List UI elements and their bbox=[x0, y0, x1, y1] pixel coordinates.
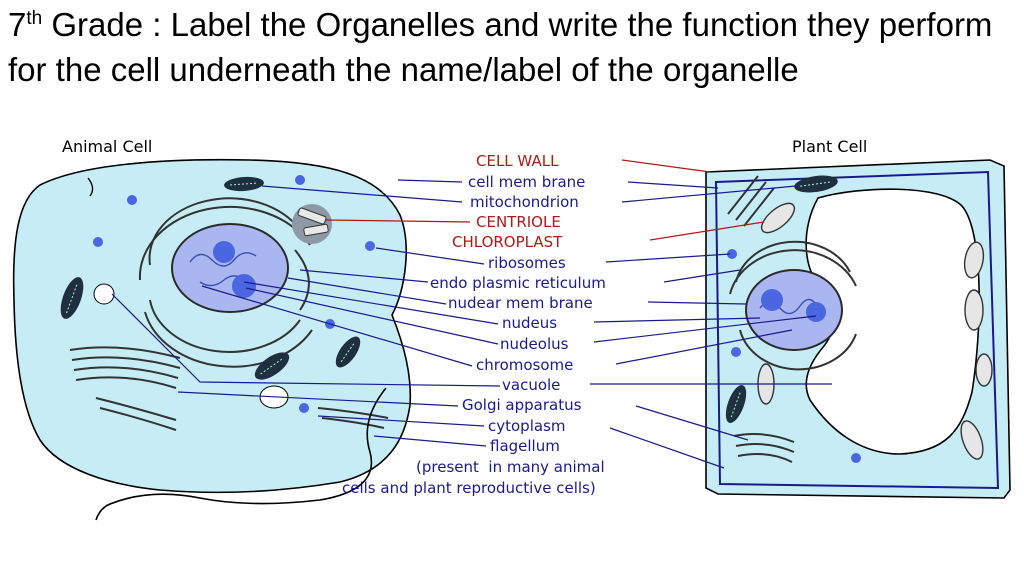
plant-er-fold bbox=[735, 240, 851, 283]
label-flagellum: flagellum bbox=[490, 437, 560, 455]
leader-vacuole-animal bbox=[111, 293, 501, 387]
animal-er-fold bbox=[294, 249, 310, 311]
leader-cell-membrane-plant bbox=[627, 181, 719, 189]
plant-mitochondrion bbox=[725, 385, 747, 423]
leader-nucleolus-plant bbox=[593, 315, 817, 343]
label-flagellum-note-line1: (present in many animal bbox=[416, 458, 605, 476]
label-endoplasmic-reticulum: endo plasmic reticulum bbox=[430, 274, 606, 292]
leader-ribosomes-plant bbox=[605, 253, 731, 263]
leader-nuclear-membrane-plant bbox=[647, 301, 747, 305]
animal-flagellum bbox=[95, 387, 387, 521]
animal-vacuole bbox=[93, 283, 115, 305]
label-mitochondrion: mitochondrion bbox=[470, 193, 579, 211]
leader-ribosomes-animal bbox=[375, 247, 485, 265]
leader-nucleolus-animal bbox=[245, 287, 499, 345]
leader-cytoplasm-plant bbox=[609, 427, 725, 469]
plant-nucleolus-2 bbox=[806, 302, 826, 322]
label-nucleus: nudeus bbox=[502, 314, 557, 332]
plant-mitochondrion bbox=[794, 175, 838, 193]
label-cytoplasm: cytoplasm bbox=[488, 417, 566, 435]
leader-flagellum bbox=[373, 435, 487, 447]
label-chloroplast: CHLOROPLAST bbox=[452, 233, 563, 251]
animal-mitochondrion bbox=[254, 352, 290, 380]
label-cell-wall: CELL WALL bbox=[476, 152, 559, 170]
leader-lines bbox=[111, 159, 832, 469]
leader-er-animal bbox=[299, 269, 429, 283]
grade-number: 7 bbox=[8, 6, 27, 43]
plant-cell-membrane bbox=[714, 170, 1000, 490]
animal-cell-caption: Animal Cell bbox=[62, 137, 152, 156]
plant-cell-caption: Plant Cell bbox=[792, 137, 867, 156]
leader-er-plant bbox=[663, 269, 741, 283]
plant-ribosome bbox=[727, 249, 861, 463]
slide-title: 7th Grade : Label the Organelles and wri… bbox=[8, 2, 1008, 92]
label-vacuole: vacuole bbox=[502, 376, 560, 394]
animal-nucleolus bbox=[213, 241, 235, 263]
leader-golgi-animal bbox=[177, 391, 459, 407]
animal-golgi-apparatus bbox=[69, 346, 389, 431]
title-text: Grade : Label the Organelles and write t… bbox=[8, 6, 993, 88]
animal-nucleus bbox=[171, 223, 289, 313]
leader-nucleus-plant bbox=[593, 317, 761, 323]
leader-cell-membrane-animal bbox=[397, 179, 463, 183]
plant-cell bbox=[705, 159, 1011, 499]
animal-mitochondrion bbox=[60, 277, 84, 319]
animal-nucleus-region bbox=[138, 197, 313, 368]
grade-ordinal-suffix: th bbox=[26, 8, 43, 29]
leader-mitochondrion-animal bbox=[261, 185, 463, 203]
animal-nucleolus-2 bbox=[232, 274, 256, 298]
label-cell-membrane: cell mem brane bbox=[468, 173, 585, 191]
leader-centriole bbox=[325, 219, 471, 223]
leader-chloroplast bbox=[649, 221, 765, 241]
leader-cytoplasm-animal bbox=[317, 415, 485, 427]
plant-er-fold bbox=[739, 329, 857, 371]
plant-nucleus-region bbox=[729, 240, 857, 371]
animal-cell bbox=[12, 158, 412, 521]
label-ribosomes: ribosomes bbox=[488, 254, 566, 272]
label-chromosome: chromosome bbox=[476, 356, 573, 374]
plant-endoplasmic-reticulum bbox=[727, 175, 795, 463]
plant-nucleolus bbox=[761, 289, 783, 311]
animal-centriole bbox=[292, 204, 332, 244]
leader-nucleus-animal bbox=[243, 281, 499, 325]
animal-er-fold bbox=[149, 299, 301, 353]
leader-golgi-plant bbox=[635, 405, 749, 441]
plant-chloroplast bbox=[757, 202, 993, 460]
leader-chromosome-animal bbox=[201, 285, 473, 367]
label-nucleolus: nudeolus bbox=[500, 335, 569, 353]
plant-nucleus bbox=[745, 269, 843, 351]
label-centriole: CENTRIOLE bbox=[476, 213, 561, 231]
label-nuclear-membrane: nudear mem brane bbox=[448, 294, 593, 312]
animal-cell-membrane bbox=[12, 158, 412, 494]
leader-nuclear-membrane-animal bbox=[287, 277, 447, 305]
label-flagellum-note-line2: cells and plant reproductive cells) bbox=[342, 479, 596, 497]
plant-er-fold bbox=[729, 249, 857, 295]
label-golgi-apparatus: Golgi apparatus bbox=[462, 396, 582, 414]
leader-mitochondrion-plant bbox=[621, 185, 797, 203]
leader-cell-wall bbox=[621, 159, 711, 173]
animal-er-fold bbox=[138, 205, 311, 281]
animal-er-fold bbox=[144, 311, 313, 368]
leader-chromosome-plant bbox=[615, 329, 793, 365]
animal-membrane-notch bbox=[87, 177, 94, 197]
animal-mitochondrion bbox=[335, 336, 361, 368]
organelle-labels: CELL WALL cell mem brane mitochondrion C… bbox=[342, 152, 606, 497]
animal-mitochondrion bbox=[224, 176, 264, 192]
